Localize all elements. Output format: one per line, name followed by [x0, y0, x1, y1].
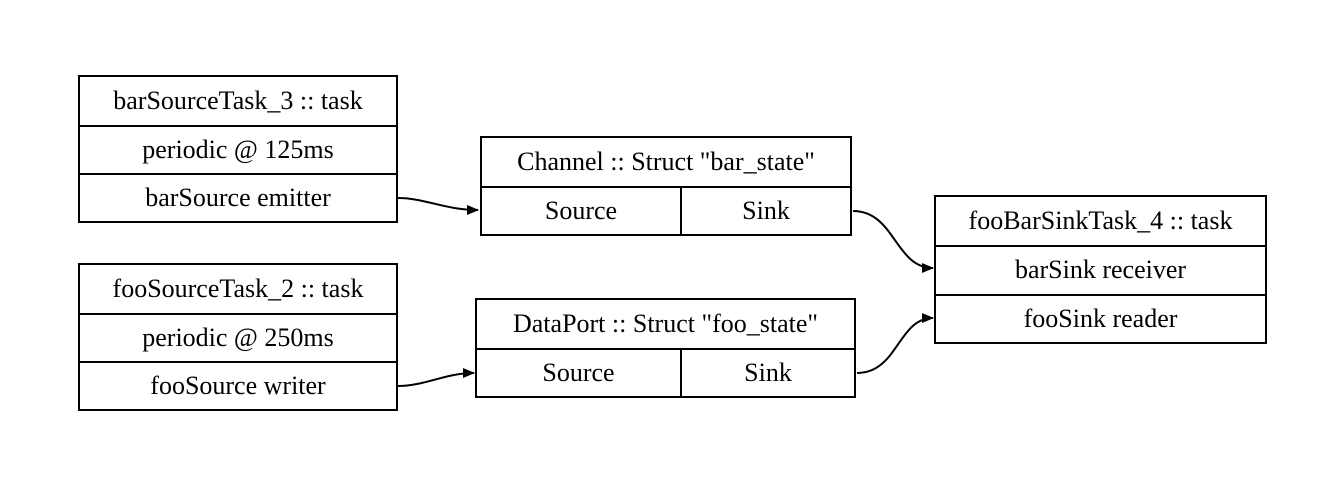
port-barsink-receiver[interactable]: barSink receiver: [936, 245, 1265, 293]
port-channel-sink[interactable]: Sink: [680, 187, 850, 234]
node-title: fooSourceTask_2 :: task: [112, 273, 364, 303]
edge-barsource-to-channel: [397, 197, 479, 215]
edge-dataport-to-foosink: [856, 313, 934, 374]
node-title: barSourceTask_3 :: task: [113, 85, 363, 115]
port-foosink-reader[interactable]: fooSink reader: [936, 293, 1265, 342]
node-title: Channel :: Struct "bar_state": [517, 146, 815, 176]
node-foo-source-task[interactable]: fooSourceTask_2 :: task periodic @ 250ms…: [78, 263, 398, 411]
port-foosource-writer[interactable]: fooSource writer: [80, 360, 396, 409]
port-barsource-emitter[interactable]: barSource emitter: [80, 172, 396, 221]
node-foobar-sink-task[interactable]: fooBarSinkTask_4 :: task barSink receive…: [934, 195, 1267, 344]
edge-foosource-to-dataport: [397, 368, 475, 387]
port-dataport-source[interactable]: Source: [542, 357, 615, 387]
node-bar-source-task[interactable]: barSourceTask_3 :: task periodic @ 125ms…: [78, 75, 398, 223]
node-title: DataPort :: Struct "foo_state": [512, 308, 818, 338]
node-dataport[interactable]: DataPort :: Struct "foo_state" Source Si…: [475, 298, 856, 398]
node-schedule: periodic @ 125ms: [80, 124, 396, 173]
node-schedule: periodic @ 250ms: [80, 312, 396, 361]
node-title: fooBarSinkTask_4 :: task: [968, 206, 1233, 236]
node-channel[interactable]: Channel :: Struct "bar_state" Source Sin…: [480, 136, 852, 236]
port-dataport-sink[interactable]: Sink: [680, 349, 854, 396]
edge-channel-to-barsink: [852, 210, 934, 273]
port-channel-source[interactable]: Source: [544, 195, 618, 225]
